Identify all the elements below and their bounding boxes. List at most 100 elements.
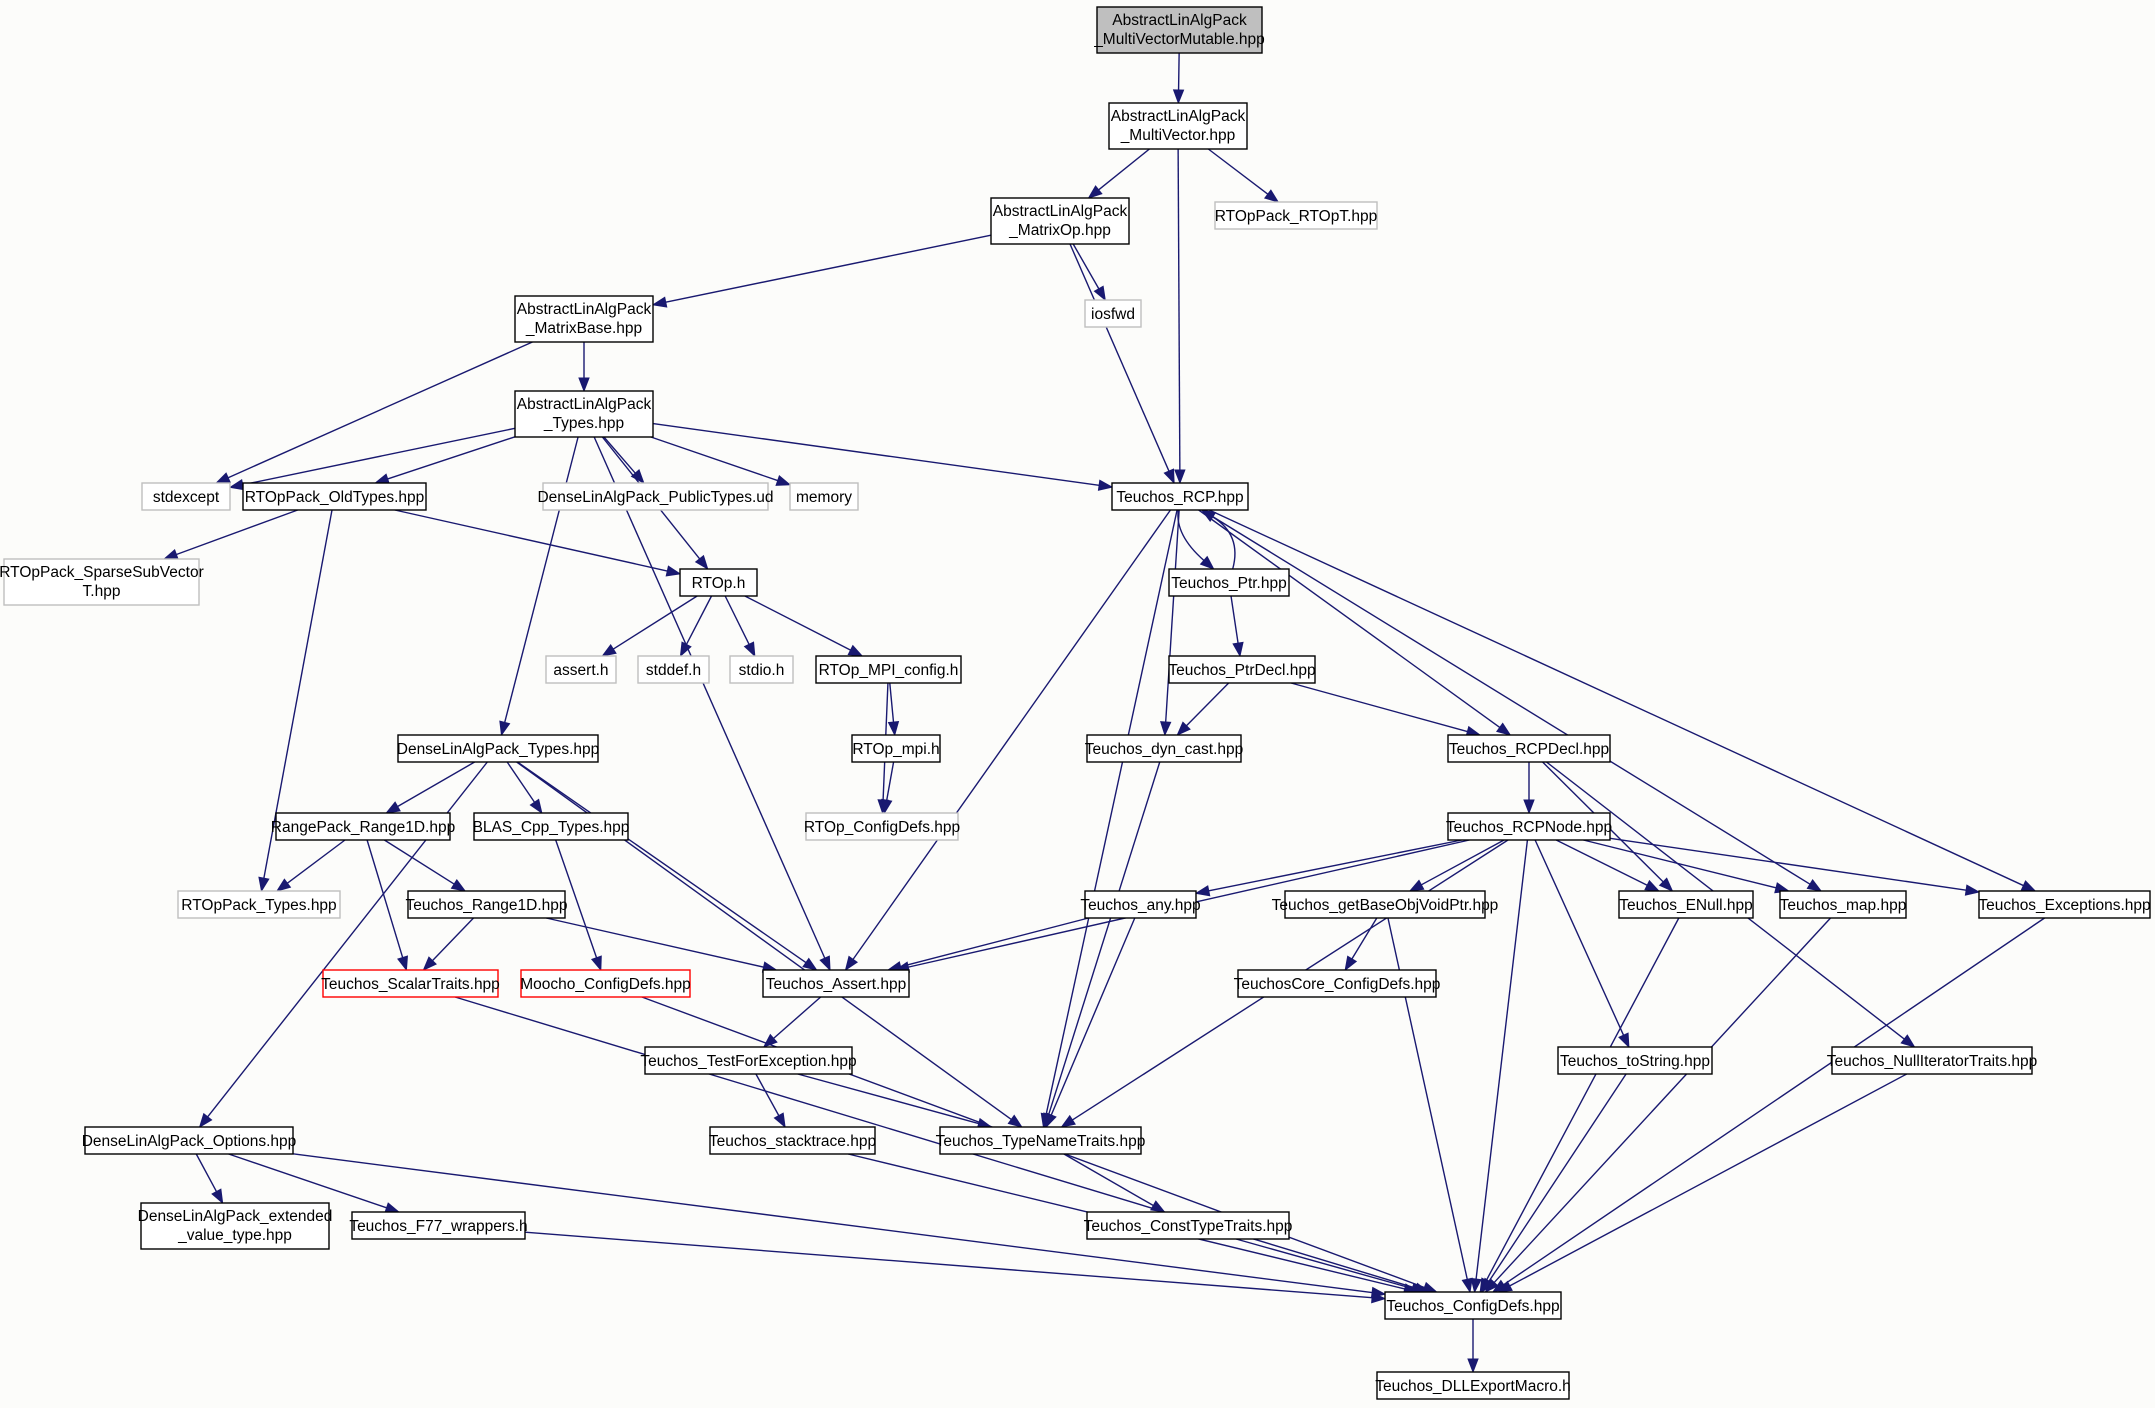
node-corecfg[interactable]: TeuchosCore_ConfigDefs.hpp [1234,969,1441,998]
node-dll[interactable]: Teuchos_DLLExportMacro.h [1375,1371,1571,1400]
arrowhead-icon [802,957,818,971]
edge-rcp-to-dyncast [1159,509,1180,737]
arrowhead-icon [881,798,893,815]
node-dlatypes[interactable]: DenseLinAlgPack_Types.hpp [397,734,600,763]
node-rcp[interactable]: Teuchos_RCP.hpp [1111,482,1249,511]
edge-getbase-to-corecfg [1344,917,1378,972]
node-types[interactable]: AbstractLinAlgPack_Types.hpp [514,390,654,438]
node-rcpnode[interactable]: Teuchos_RCPNode.hpp [1446,812,1612,841]
node-tostring[interactable]: Teuchos_toString.hpp [1557,1046,1713,1075]
edge-line [1201,509,1811,885]
node-ctt[interactable]: Teuchos_ConstTypeTraits.hpp [1084,1211,1293,1240]
node-nullit[interactable]: Teuchos_NullIteratorTraits.hpp [1827,1046,2038,1075]
node-mvm[interactable]: AbstractLinAlgPack_MultiVectorMutable.hp… [1093,6,1265,54]
node-oldtypes[interactable]: RTOpPack_OldTypes.hpp [242,482,427,511]
node-cfg[interactable]: Teuchos_ConfigDefs.hpp [1384,1291,1562,1320]
edge-line [593,436,826,959]
edge-line [685,595,713,645]
node-rcpdecl[interactable]: Teuchos_RCPDecl.hpp [1447,734,1611,763]
edge-line [524,1231,1373,1299]
node-getbase[interactable]: Teuchos_getBaseObjVoidPtr.hpp [1272,890,1499,919]
node-mop[interactable]: AbstractLinAlgPack_MatrixOp.hpp [990,197,1130,245]
node-stack[interactable]: Teuchos_stacktrace.hpp [709,1126,876,1155]
edge-line [286,839,346,884]
node-options[interactable]: DenseLinAlgPack_Options.hpp [82,1126,297,1155]
node-label: Teuchos_Ptr.hpp [1171,575,1286,592]
node-trange[interactable]: Teuchos_Range1D.hpp [405,890,568,919]
node-tnt[interactable]: Teuchos_TypeNameTraits.hpp [936,1126,1146,1155]
node-rtoph[interactable]: RTOp.h [679,568,758,597]
node-box [1978,890,2151,919]
node-any[interactable]: Teuchos_any.hpp [1080,890,1201,919]
node-scalar[interactable]: Teuchos_ScalarTraits.hpp [321,969,500,998]
node-box [141,482,231,511]
node-label: RTOpPack_RTOpT.hpp [1215,208,1378,225]
node-mbase[interactable]: AbstractLinAlgPack_MatrixBase.hpp [514,295,654,343]
arrowhead-icon [450,878,467,892]
node-exc[interactable]: Teuchos_Exceptions.hpp [1978,890,2151,919]
edge-rcp-to-map [1201,509,1823,892]
edge-line [650,436,778,482]
node-label: _MultiVectorMutable.hpp [1093,31,1265,48]
node-label: _Types.hpp [543,415,624,432]
node-enull[interactable]: Teuchos_ENull.hpp [1618,890,1754,919]
edge-line [1208,839,1462,892]
node-ptrdecl[interactable]: Teuchos_PtrDecl.hpp [1168,655,1316,684]
edge-mpih-to-rtopcfg [881,761,895,815]
arrowhead-icon [275,878,292,892]
node-box [1084,299,1142,328]
arrowhead-icon [1199,555,1215,570]
node-mpiconfig[interactable]: RTOp_MPI_config.h [815,655,962,684]
edge-rtoph-to-stddef [679,595,713,658]
arrowhead-icon [1344,955,1358,972]
node-mpih[interactable]: RTOp_mpi.h [851,734,941,763]
arrowhead-icon [258,876,270,893]
arrowhead-icon [198,1112,213,1129]
arrowhead-icon [499,720,511,737]
arrowhead-icon [384,1202,401,1214]
node-label: Teuchos_ENull.hpp [1619,897,1753,914]
edge-mvm-to-mv [1172,52,1185,105]
node-ext[interactable]: DenseLinAlgPack_extended_value_type.hpp [138,1202,333,1250]
edge-map-to-cfg [1484,917,1832,1294]
arrowhead-icon [1497,1280,1513,1293]
edge-layer [162,52,2045,1374]
node-box [815,655,962,684]
node-box [322,969,499,998]
arrowhead-icon [775,475,792,486]
node-moocho[interactable]: Moocho_ConfigDefs.hpp [520,969,691,998]
node-label: RTOp_mpi.h [852,741,939,758]
node-label: Teuchos_dyn_cast.hpp [1085,741,1244,758]
node-tfe[interactable]: Teuchos_TestForException.hpp [640,1046,857,1075]
node-ptr[interactable]: Teuchos_Ptr.hpp [1168,568,1290,597]
node-box [3,558,200,606]
node-label: DenseLinAlgPack_extended [138,1208,333,1225]
node-label: Teuchos_NullIteratorTraits.hpp [1827,1053,2038,1070]
edge-line [1503,917,2045,1286]
arrowhead-icon [630,469,645,485]
arrowhead-icon [679,641,692,658]
node-dyncast[interactable]: Teuchos_dyn_cast.hpp [1085,734,1244,763]
edge-line [1050,917,1136,1116]
node-range1dhpp[interactable]: RangePack_Range1D.hpp [271,812,455,841]
node-rtopcfg: RTOp_ConfigDefs.hpp [804,812,960,841]
edge-range1dhpp-to-scalar [366,839,408,972]
edge-ptr-to-ptrdecl [1230,595,1244,658]
node-label: memory [796,489,852,506]
node-map[interactable]: Teuchos_map.hpp [1779,890,1907,919]
node-label: DenseLinAlgPack_PublicTypes.ud [537,489,773,506]
node-mv[interactable]: AbstractLinAlgPack_MultiVector.hpp [1108,102,1248,150]
node-box [1084,890,1197,919]
node-label: AbstractLinAlgPack [993,203,1128,220]
edge-line [1177,148,1181,471]
node-box [851,734,941,763]
edge-line [652,422,1100,486]
edge-line [744,595,851,651]
node-blas[interactable]: BLAS_Cpp_Types.hpp [473,812,630,841]
arrowhead-icon [847,644,864,657]
node-f77[interactable]: Teuchos_F77_wrappers.h [349,1211,528,1240]
arrowhead-icon [1174,469,1186,485]
node-label: AbstractLinAlgPack [1111,108,1246,125]
node-tassert[interactable]: Teuchos_Assert.hpp [762,969,910,998]
edge-line [612,595,698,650]
